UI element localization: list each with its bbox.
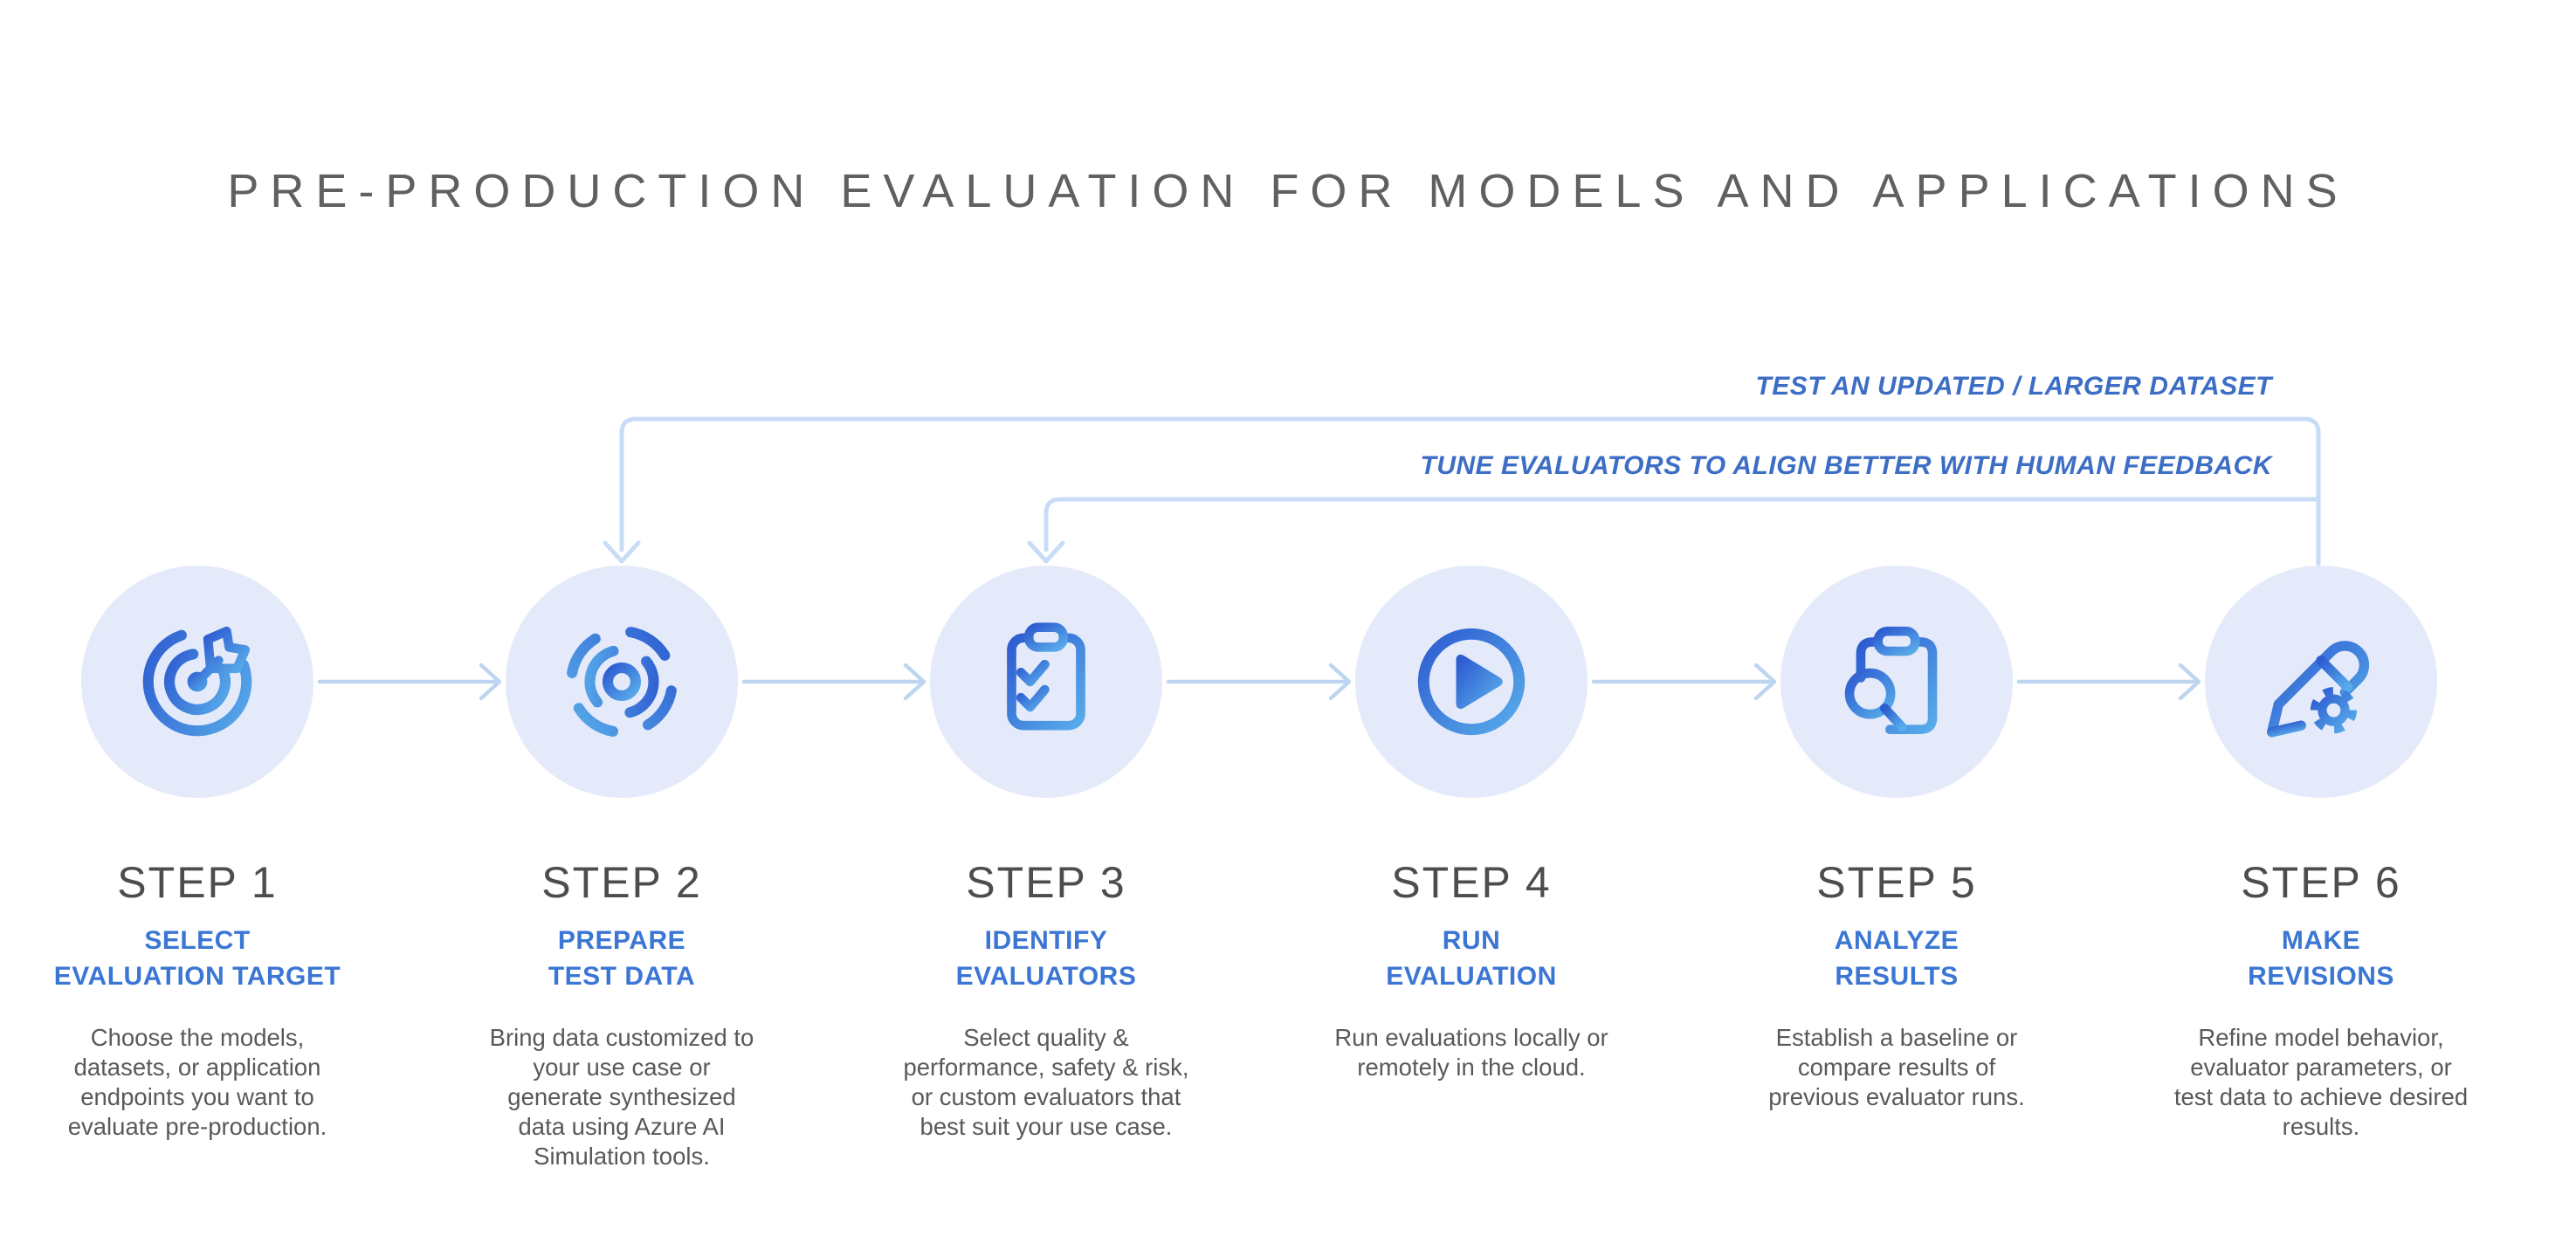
pencil-gear-icon: [2267, 641, 2370, 738]
arrowhead-icon: [1753, 663, 1777, 701]
search-clipboard-icon: [1844, 626, 1938, 735]
page-title: PRE-PRODUCTION EVALUATION FOR MODELS AND…: [227, 165, 2349, 217]
connector-arrow-2-3: [741, 663, 926, 701]
step-6-description: Refine model behavior, evaluator paramet…: [2173, 1024, 2469, 1140]
step-6-label: STEP 6: [2241, 858, 2401, 907]
step-3-description: Select quality & performance, safety & r…: [903, 1024, 1189, 1140]
arrowhead-icon: [2178, 663, 2201, 701]
step-3-circle: [930, 566, 1162, 798]
step-2-column: STEP 2 PREPARE TEST DATA Bring data cust…: [438, 566, 805, 1171]
step-2-circle: [506, 566, 738, 798]
step-2-label: STEP 2: [541, 858, 702, 907]
step-3-subtitle: IDENTIFY EVALUATORS: [955, 926, 1137, 991]
step-5-circle: [1780, 566, 2013, 798]
step-3-column: STEP 3 IDENTIFY EVALUATORS Select qualit…: [863, 566, 1229, 1142]
step-1-subtitle: SELECT EVALUATION TARGET: [53, 926, 341, 991]
data-sonar-icon: [566, 626, 678, 738]
arrowhead-icon: [1328, 663, 1352, 701]
target-icon: [142, 626, 252, 737]
step-1-column: STEP 1 SELECT EVALUATION TARGET Choose t…: [14, 566, 381, 1142]
step-6-column: STEP 6 MAKE REVISIONS Refine model behav…: [2138, 566, 2504, 1142]
step-4-description: Run evaluations locally or remotely in t…: [1334, 1024, 1608, 1081]
feedback-label-evaluators: TUNE EVALUATORS TO ALIGN BETTER WITH HUM…: [1420, 451, 2272, 480]
step-2-subtitle: PREPARE TEST DATA: [548, 926, 696, 991]
step-1-circle: [81, 566, 313, 798]
arrowhead-icon: [903, 663, 926, 701]
step-4-circle: [1355, 566, 1588, 798]
arrowhead-icon: [603, 540, 641, 564]
connector-arrow-4-5: [1591, 663, 1777, 701]
step-3-label: STEP 3: [966, 858, 1126, 907]
step-6-subtitle: MAKE REVISIONS: [2248, 926, 2394, 991]
play-circle-icon: [1417, 628, 1526, 736]
step-6-circle: [2205, 566, 2437, 798]
step-4-label: STEP 4: [1391, 858, 1552, 907]
step-5-subtitle: ANALYZE RESULTS: [1834, 926, 1960, 991]
feedback-label-dataset: TEST AN UPDATED / LARGER DATASET: [1755, 372, 2272, 401]
arrowhead-icon: [479, 663, 502, 701]
step-5-column: STEP 5 ANALYZE RESULTS Establish a basel…: [1713, 566, 2080, 1112]
arrowhead-icon: [1027, 540, 1065, 564]
step-5-description: Establish a baseline or compare results …: [1768, 1024, 2025, 1110]
gear-icon: [2310, 687, 2358, 734]
step-1-description: Choose the models, datasets, or applicat…: [67, 1024, 327, 1140]
step-4-subtitle: RUN EVALUATION: [1386, 926, 1557, 991]
feedback-arrow-dataset: [603, 416, 2321, 566]
step-5-label: STEP 5: [1816, 858, 1977, 907]
connector-arrow-1-2: [317, 663, 502, 701]
checklist-clipboard-icon: [1007, 622, 1085, 731]
step-4-column: STEP 4 RUN EVALUATION Run evaluations lo…: [1288, 566, 1655, 1082]
step-2-description: Bring data customized to your use case o…: [489, 1024, 754, 1170]
connector-arrow-5-6: [2016, 663, 2201, 701]
feedback-arrow-evaluators: [1027, 497, 2321, 564]
step-1-label: STEP 1: [117, 858, 278, 907]
connector-arrow-3-4: [1166, 663, 1352, 701]
